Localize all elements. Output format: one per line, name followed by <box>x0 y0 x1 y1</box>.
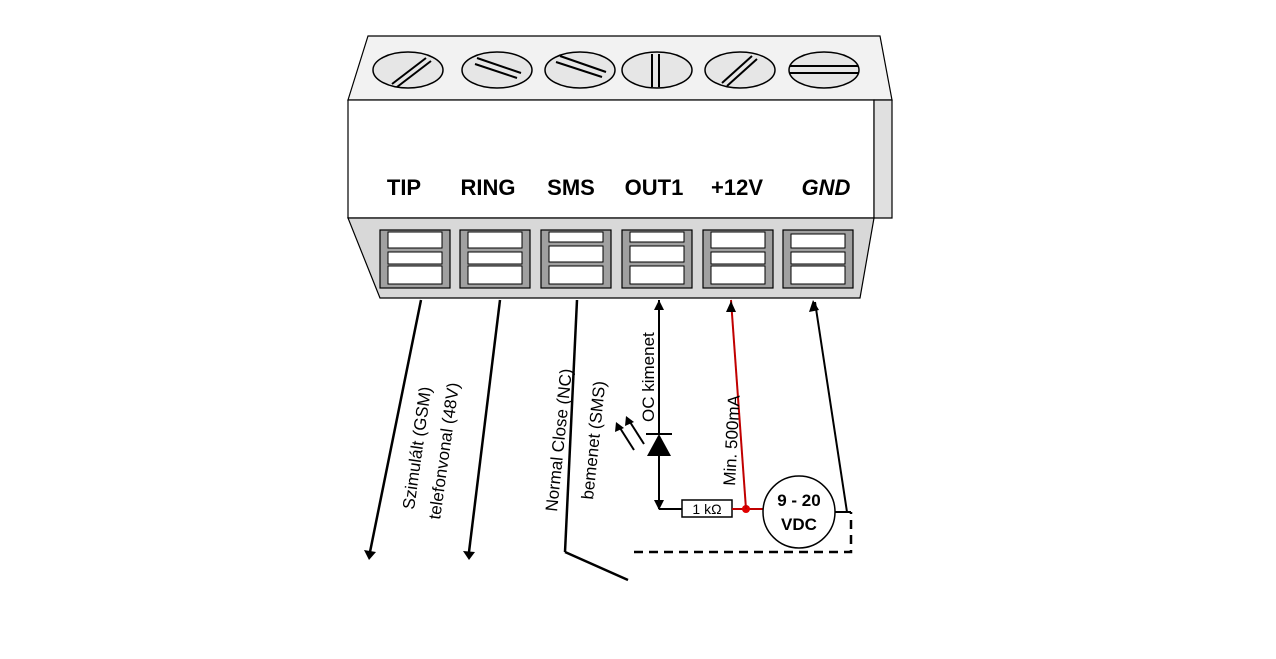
screw-sms <box>544 51 616 89</box>
out1-led-circuit <box>615 300 672 510</box>
terminal-labels: TIP RING SMS OUT1 +12V GND <box>387 175 851 200</box>
screw-ring <box>461 51 533 89</box>
block-front-face <box>347 99 875 219</box>
resistor-label: 1 kΩ <box>692 501 721 517</box>
slot-sms <box>540 229 612 289</box>
plus12v-arrow-icon <box>726 301 736 312</box>
plus12v-wire <box>726 299 747 510</box>
dashed-return-path <box>634 512 853 554</box>
gnd-arrow-icon <box>809 300 819 312</box>
phone-line-wires <box>364 299 502 560</box>
sms-input-switch <box>563 299 629 582</box>
tip-arrow-icon <box>364 550 376 560</box>
supply-circle <box>762 475 836 549</box>
slot-ring <box>459 229 531 289</box>
terminal-label-gnd: GND <box>802 175 851 200</box>
terminal-label-out1: OUT1 <box>625 175 684 200</box>
led-emission-arrow-1-icon <box>615 422 624 432</box>
supply-voltage-label: 9 - 20 <box>777 491 820 510</box>
nc-input-label-2: bemenet (SMS) <box>578 380 609 500</box>
switch-lever <box>564 550 629 582</box>
slot-plus12v <box>702 229 774 289</box>
supply-unit-label: VDC <box>781 515 817 534</box>
slot-tip <box>379 229 451 289</box>
block-side-face <box>873 99 893 219</box>
oc-output-label: OC kimenet <box>639 332 658 422</box>
screw-plus12v <box>704 51 776 89</box>
gnd-wire <box>809 300 851 513</box>
terminal-label-tip: TIP <box>387 175 421 200</box>
wire-slots <box>379 229 854 289</box>
led-lower-arrow-icon <box>654 500 664 510</box>
screw-tip <box>372 51 444 89</box>
ring-arrow-icon <box>463 551 475 560</box>
terminal-label-sms: SMS <box>547 175 595 200</box>
terminal-label-ring: RING <box>461 175 516 200</box>
slot-gnd <box>782 229 854 289</box>
led-emission-ray-2 <box>629 421 645 445</box>
screw-row <box>372 51 860 89</box>
led-emission-ray-1 <box>619 427 635 451</box>
terminal-label-plus12v: +12V <box>711 175 763 200</box>
resistor-circuit: 1 kΩ <box>659 499 764 518</box>
sms-wire <box>563 299 579 553</box>
screw-out1 <box>621 51 693 89</box>
led-emission-arrow-2-icon <box>625 416 634 426</box>
led-diode-icon <box>647 434 671 456</box>
tip-wire <box>368 299 423 553</box>
out1-arrow-icon <box>654 300 664 310</box>
min-current-label: Min. 500mA <box>720 394 744 486</box>
screw-gnd <box>788 51 860 89</box>
ring-wire <box>467 299 502 553</box>
slot-out1 <box>621 229 693 289</box>
power-supply: 9 - 20 VDC <box>762 475 836 549</box>
